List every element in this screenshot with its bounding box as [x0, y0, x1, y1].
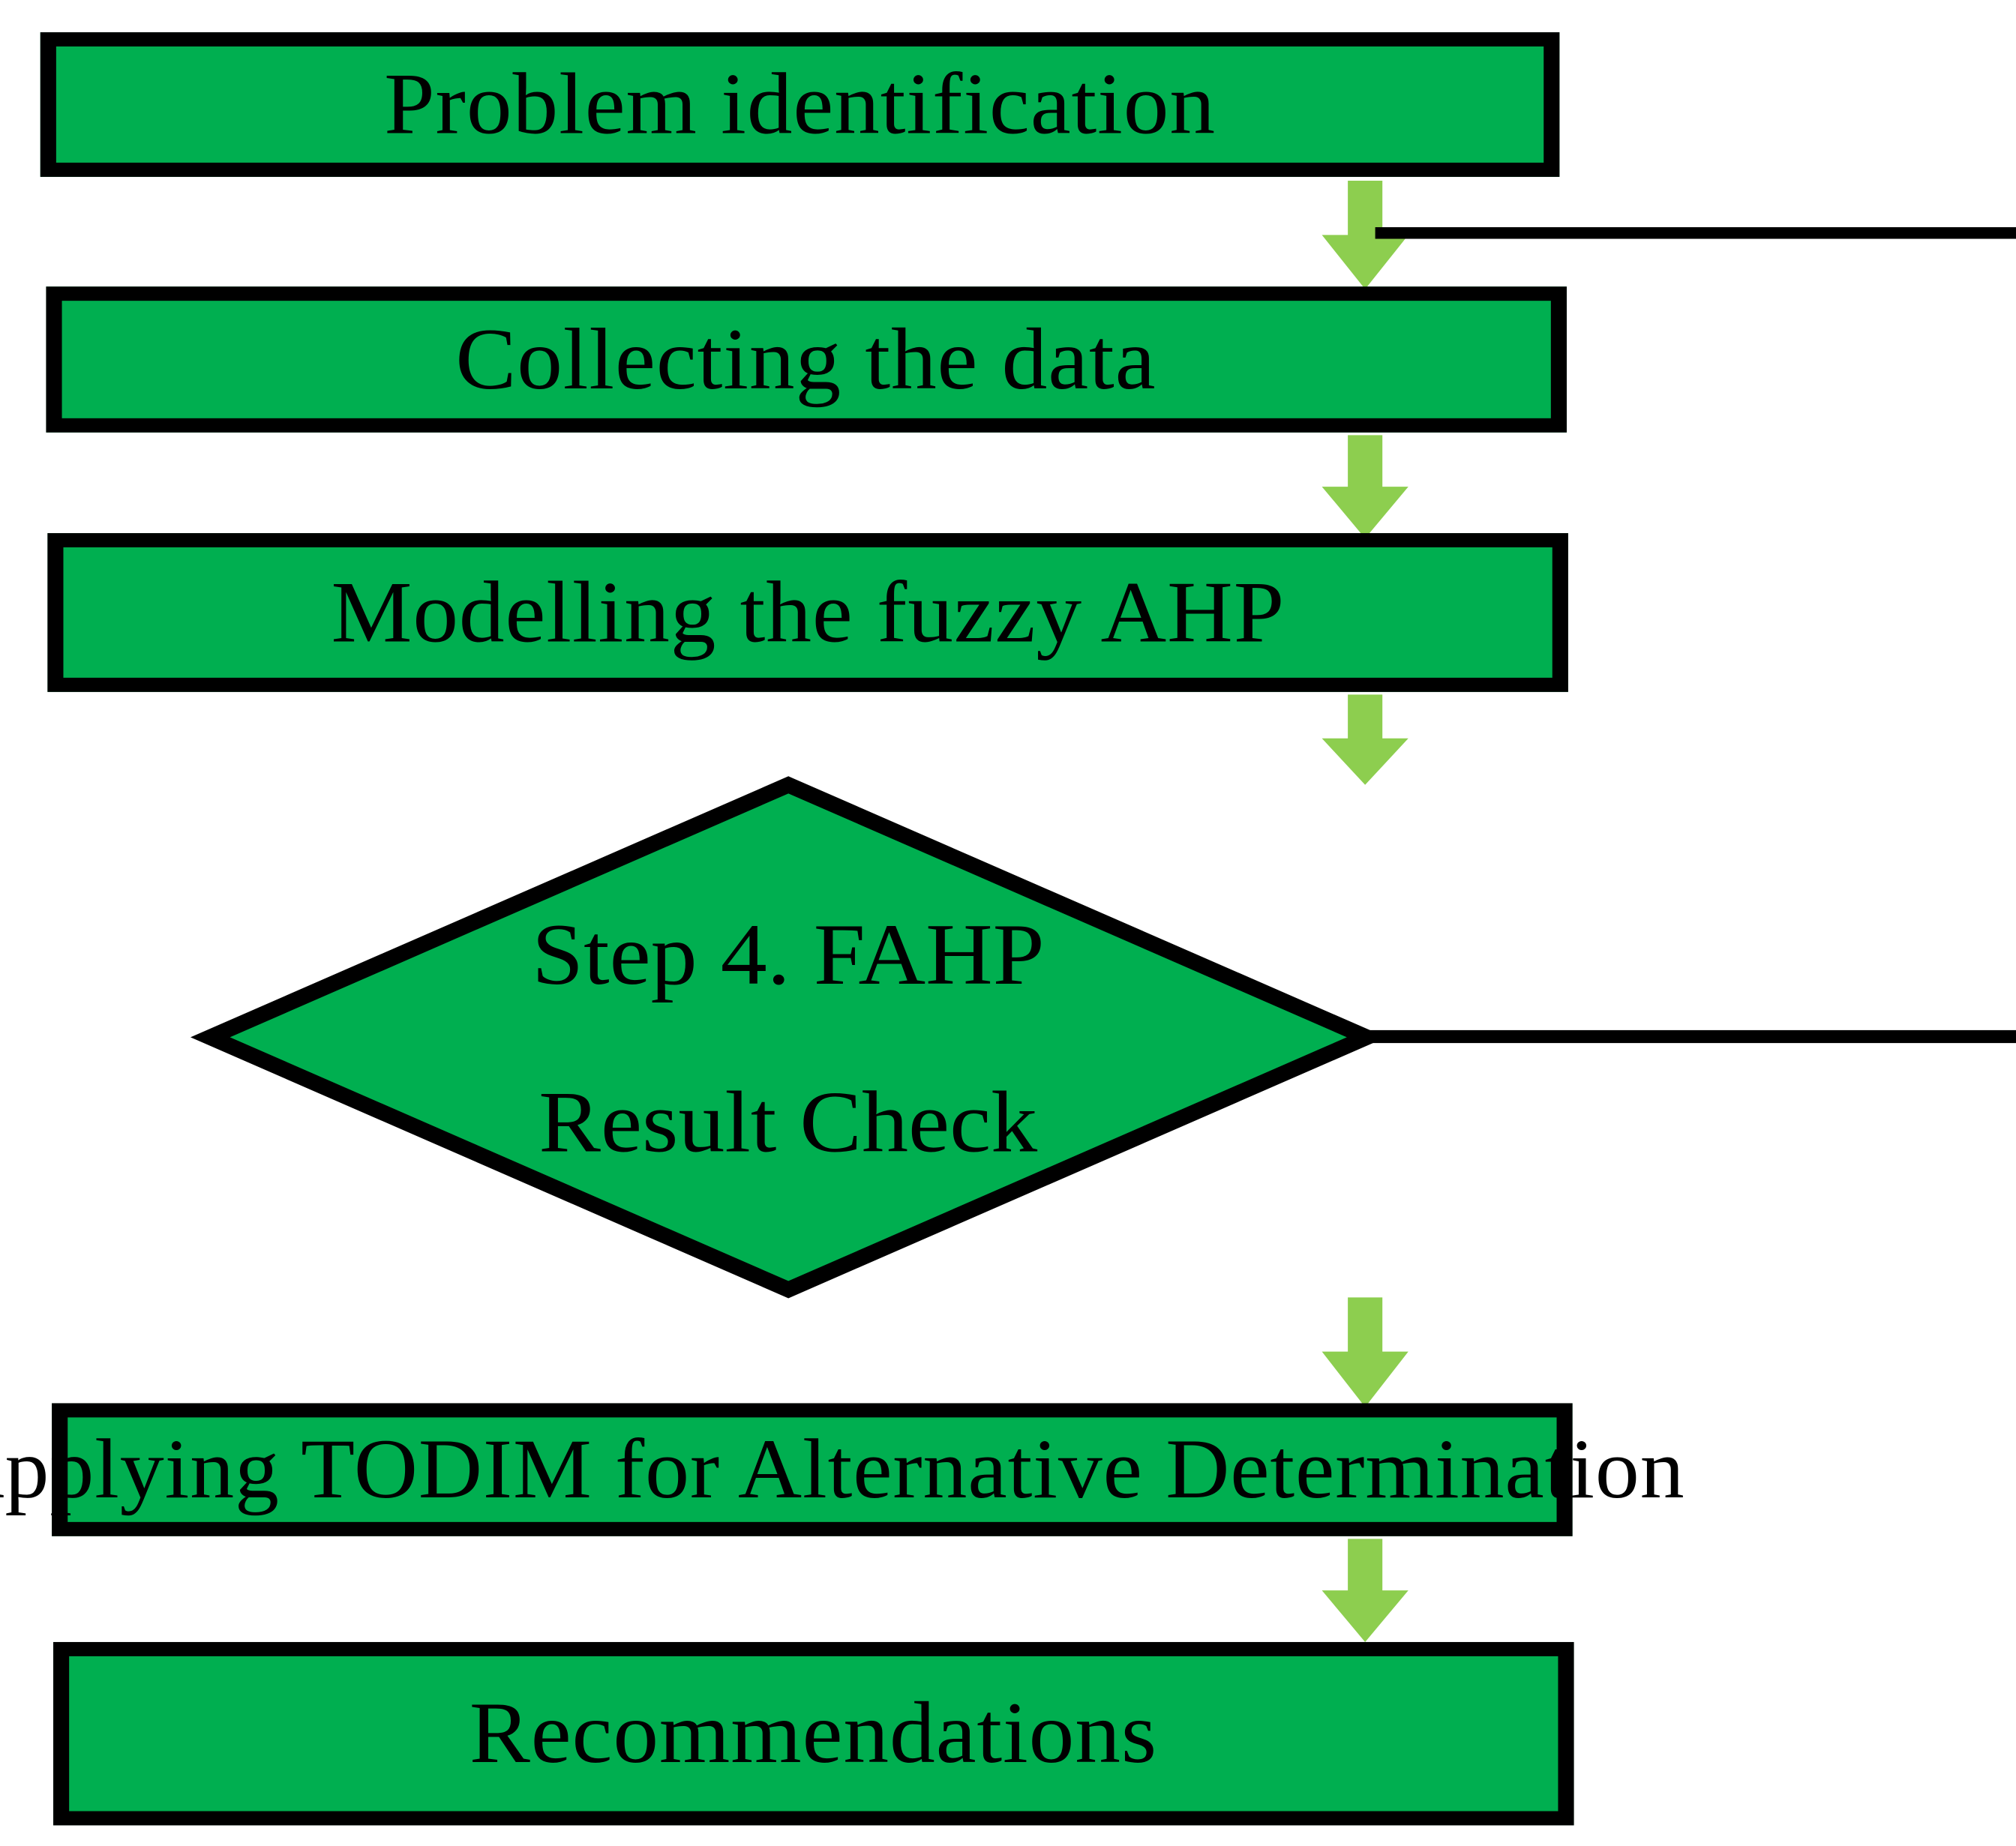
connector-no-bottom-segment	[1364, 1029, 2016, 1044]
node-problem-identification[interactable]: Problem identification	[40, 32, 1560, 177]
node-recommendations[interactable]: Recommendations	[53, 1641, 1574, 1826]
arrow-todim-to-recommendations	[1293, 1539, 1437, 1642]
node-collecting-the-data[interactable]: Collecting the data	[46, 286, 1567, 433]
node-modelling-fuzzy-ahp[interactable]: Modelling the fuzzy AHP	[47, 533, 1568, 692]
node-collecting-the-data-label: Collecting the data	[456, 309, 1157, 408]
arrow-problem-to-collecting	[1293, 181, 1437, 289]
node-applying-todim[interactable]: Applying TODIM for Alternative Determina…	[0, 1403, 1684, 1536]
arrow-decision-to-todim	[1293, 1297, 1437, 1407]
node-recommendations-label: Recommendations	[470, 1683, 1158, 1782]
node-modelling-fuzzy-ahp-label: Modelling the fuzzy AHP	[331, 562, 1285, 661]
node-problem-identification-label: Problem identification	[384, 54, 1216, 153]
node-applying-todim-label: Applying TODIM for Alternative Determina…	[0, 1422, 1684, 1517]
connector-no-top-segment	[1375, 227, 2016, 239]
node-fahp-result-check[interactable]: Step 4. FAHP Result Check	[190, 776, 1387, 1299]
arrow-modelling-to-decision	[1293, 694, 1437, 785]
arrow-collecting-to-modelling	[1293, 435, 1437, 538]
